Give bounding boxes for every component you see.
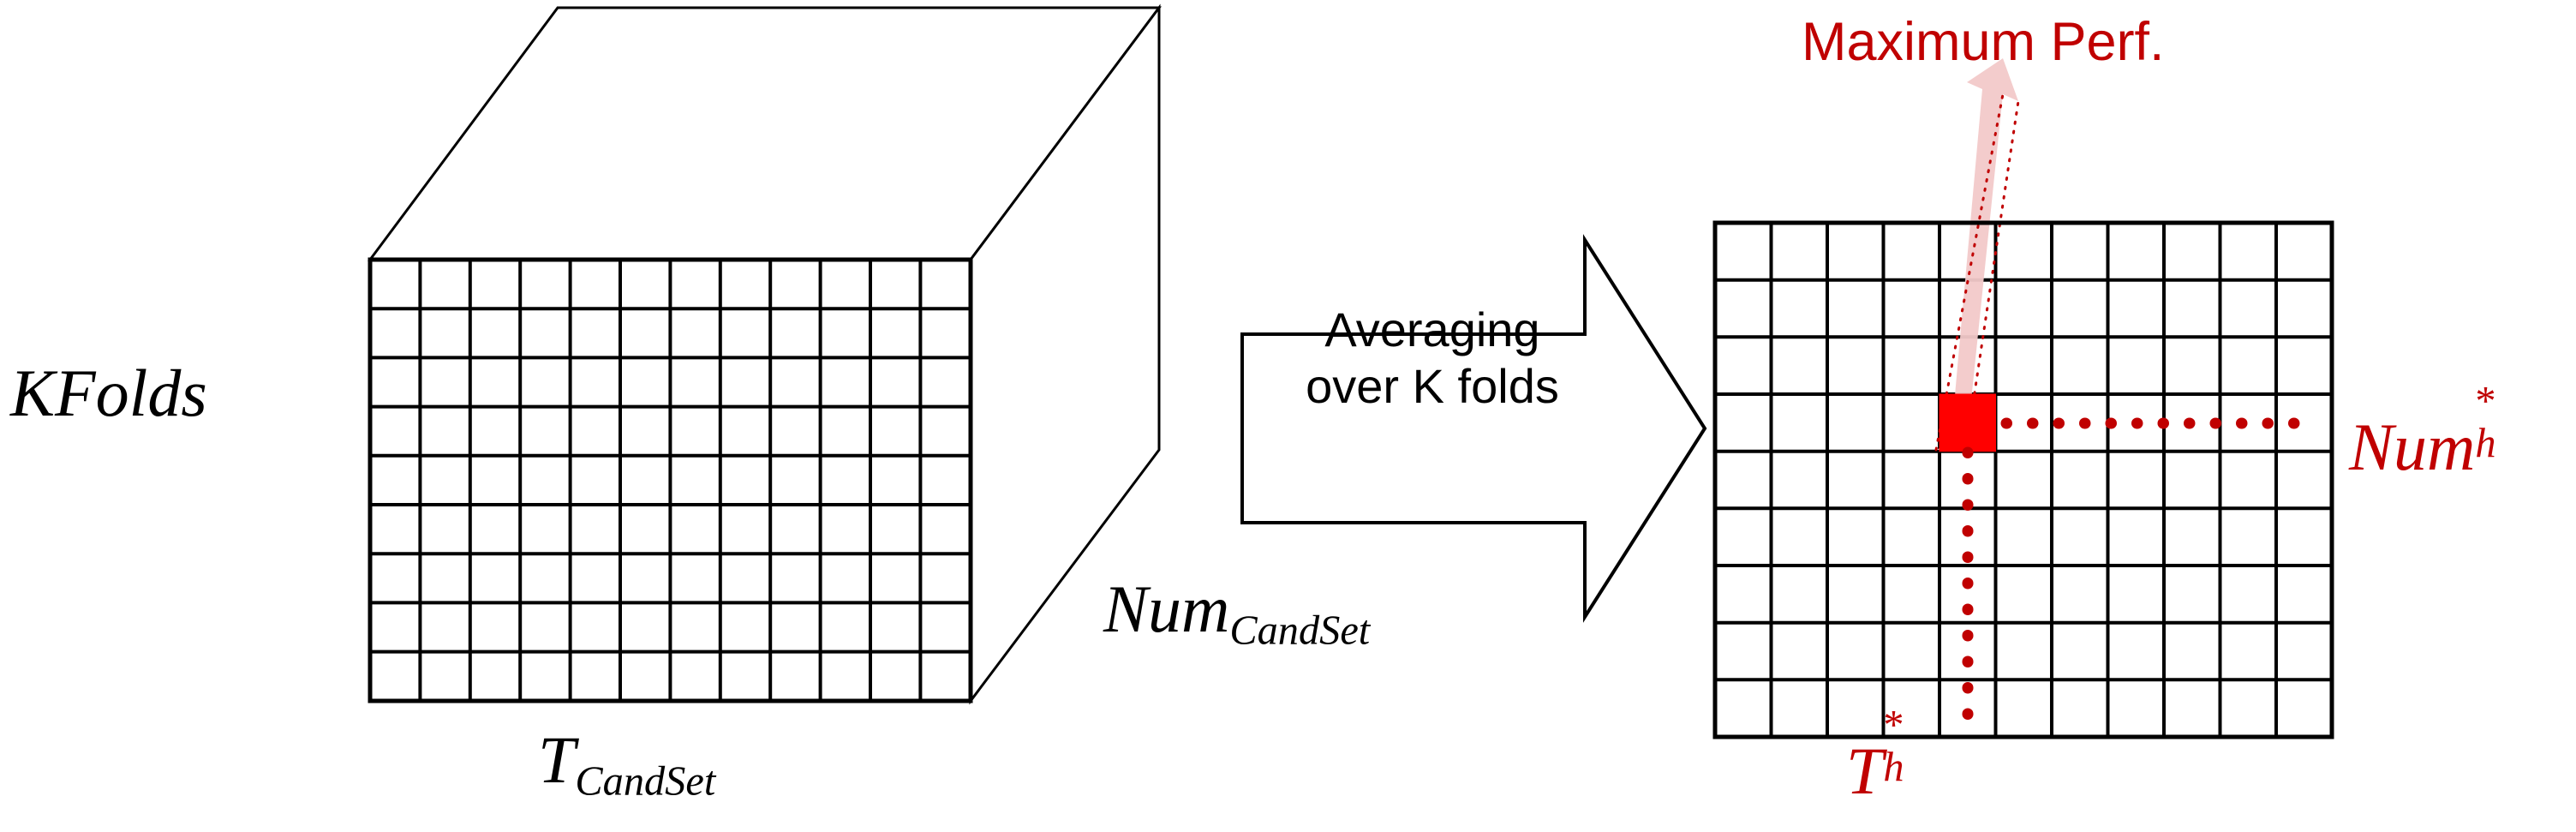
t-candset-base: T xyxy=(538,722,576,797)
t-candset-subscript: CandSet xyxy=(575,758,716,805)
averaging-arrow-line-1: Averaging xyxy=(1324,302,1540,356)
num-star-h-subscript: h xyxy=(2475,421,2496,467)
result-grid-horizontal-lines xyxy=(1715,278,2332,682)
maximum-perf-callout-label: Maximum Perf. xyxy=(1802,12,2165,72)
kfolds-axis-label: KFolds xyxy=(10,356,207,430)
t-star-h-scripts: *h xyxy=(1883,704,1923,793)
num-star-h-label: Num*h xyxy=(2349,380,2515,484)
cube-3d xyxy=(368,3,1162,705)
cube-front-grid xyxy=(370,260,971,701)
averaging-arrow-text: Averaging over K folds xyxy=(1278,302,1587,415)
max-performance-cell[interactable] xyxy=(1939,393,1996,452)
num-star-h-scripts: *h xyxy=(2475,380,2515,470)
averaging-arrow-line-2: over K folds xyxy=(1306,359,1559,414)
num-star-h-base: Num xyxy=(2349,410,2476,484)
num-candset-base: Num xyxy=(1103,572,1230,646)
result-grid-vertical-lines xyxy=(1769,223,2278,737)
t-star-h-base: T xyxy=(1846,733,1884,808)
t-star-h-label: T*h xyxy=(1846,704,1923,808)
result-grid-background xyxy=(1712,220,2334,739)
cube-front-outline xyxy=(368,257,973,703)
num-candset-axis-label: NumCandSet xyxy=(1103,576,1370,652)
result-grid xyxy=(1712,58,2334,741)
result-grid-outline xyxy=(1712,220,2334,739)
averaging-block-arrow xyxy=(1240,234,1707,623)
t-star-h-subscript: h xyxy=(1883,745,1904,791)
t-star-h-superscript: * xyxy=(1883,702,1904,748)
maximum-perf-glow-arrow xyxy=(1934,58,2020,452)
num-star-h-superscript: * xyxy=(2475,378,2496,424)
num-candset-subscript: CandSet xyxy=(1229,608,1371,654)
t-candset-axis-label: TCandSet xyxy=(538,727,715,803)
